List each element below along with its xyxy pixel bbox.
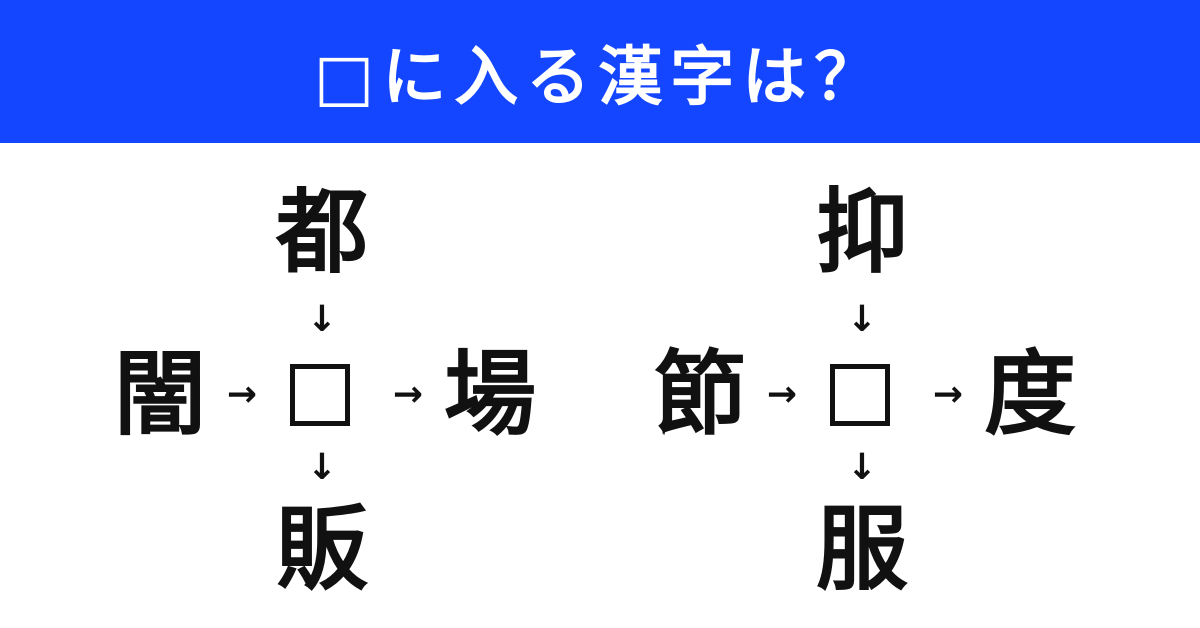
arrow-right-icon: →	[766, 374, 798, 415]
arrow-down-icon: ↓	[306, 447, 338, 488]
blank-box	[290, 364, 350, 426]
bottom-kanji: 服	[815, 496, 908, 603]
arrow-down-icon: ↓	[846, 299, 878, 340]
arrow-right-icon: →	[226, 374, 258, 415]
arrow-down-icon: ↓	[306, 299, 338, 340]
arrow-right-icon: →	[392, 374, 424, 415]
page-title: □に入る漢字は？	[313, 40, 887, 115]
arrow-right-icon: →	[932, 374, 964, 415]
header-banner: □に入る漢字は？	[0, 0, 1200, 143]
top-kanji: 抑	[815, 179, 908, 286]
blank-box	[830, 364, 890, 426]
right-kanji: 場	[443, 341, 536, 448]
bottom-kanji: 販	[275, 496, 368, 603]
left-kanji: 闇	[113, 341, 206, 448]
arrow-down-icon: ↓	[846, 447, 878, 488]
left-kanji: 節	[653, 341, 746, 448]
top-kanji: 都	[275, 179, 368, 286]
right-kanji: 度	[983, 341, 1076, 448]
